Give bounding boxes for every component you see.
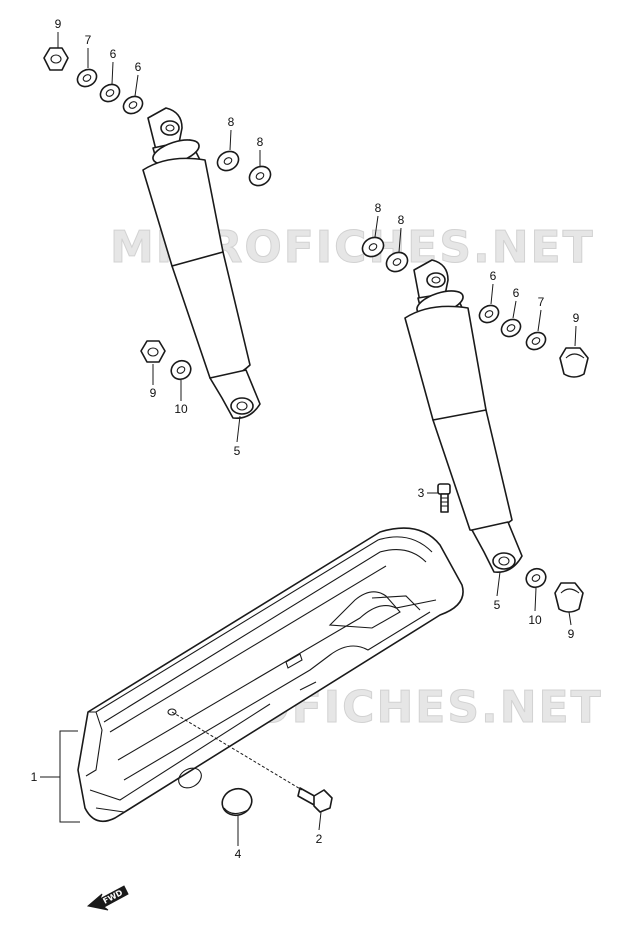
fwd-label: FWD: [101, 888, 124, 906]
cap-nut-9-right-bottom: [554, 582, 584, 613]
washer-8-a-right: [361, 236, 385, 258]
callout-9-mid-left: 9: [150, 386, 157, 400]
chain-case: [77, 527, 464, 823]
callout-10-right: 10: [528, 613, 542, 627]
callout-7-right: 7: [538, 295, 545, 309]
callout-9-right-bottom: 9: [568, 627, 575, 641]
bolt-3: [437, 483, 451, 513]
washer-7-top-left: [76, 68, 98, 88]
right-shock-absorber: [404, 259, 523, 573]
callout-6-b-right: 6: [513, 286, 520, 300]
callout-3: 3: [418, 486, 425, 500]
forward-arrow-icon: FWD: [86, 885, 129, 911]
washer-6-b-right: [500, 318, 522, 338]
callout-7-top-left: 7: [85, 33, 92, 47]
bolt-2: [297, 787, 333, 813]
washer-8-b-left: [248, 165, 272, 187]
callout-4: 4: [235, 847, 242, 861]
callout-1: 1: [31, 770, 38, 784]
washer-6-a-left: [99, 83, 121, 103]
callout-9-top-left: 9: [55, 17, 62, 31]
cap-nut-9-right-top: [559, 347, 589, 378]
nut-9-top-left: [43, 47, 69, 71]
callout-8-b-right: 8: [398, 213, 405, 227]
callout-6-a-right: 6: [490, 269, 497, 283]
nut-9-mid-left: [140, 340, 166, 363]
callout-10-left: 10: [174, 402, 188, 416]
callout-6-b-left: 6: [135, 60, 142, 74]
washer-8-a-left: [216, 150, 240, 172]
washer-6-b-left: [122, 95, 144, 115]
callout-8-b-left: 8: [257, 135, 264, 149]
callout-2: 2: [316, 832, 323, 846]
washer-6-a-right: [478, 304, 500, 324]
left-shock-absorber: [142, 107, 261, 420]
callout-5-right: 5: [494, 598, 501, 612]
callout-9-right-top: 9: [573, 311, 580, 325]
callout-6-a-left: 6: [110, 47, 117, 61]
washer-10-right: [525, 567, 547, 589]
callout-5-left: 5: [234, 444, 241, 458]
washer-10-left: [170, 359, 192, 381]
plug-4: [221, 787, 253, 817]
callout-8-a-left: 8: [228, 115, 235, 129]
callout-8-a-right: 8: [375, 201, 382, 215]
washer-8-b-right: [385, 251, 409, 273]
washer-7-right: [525, 331, 547, 351]
